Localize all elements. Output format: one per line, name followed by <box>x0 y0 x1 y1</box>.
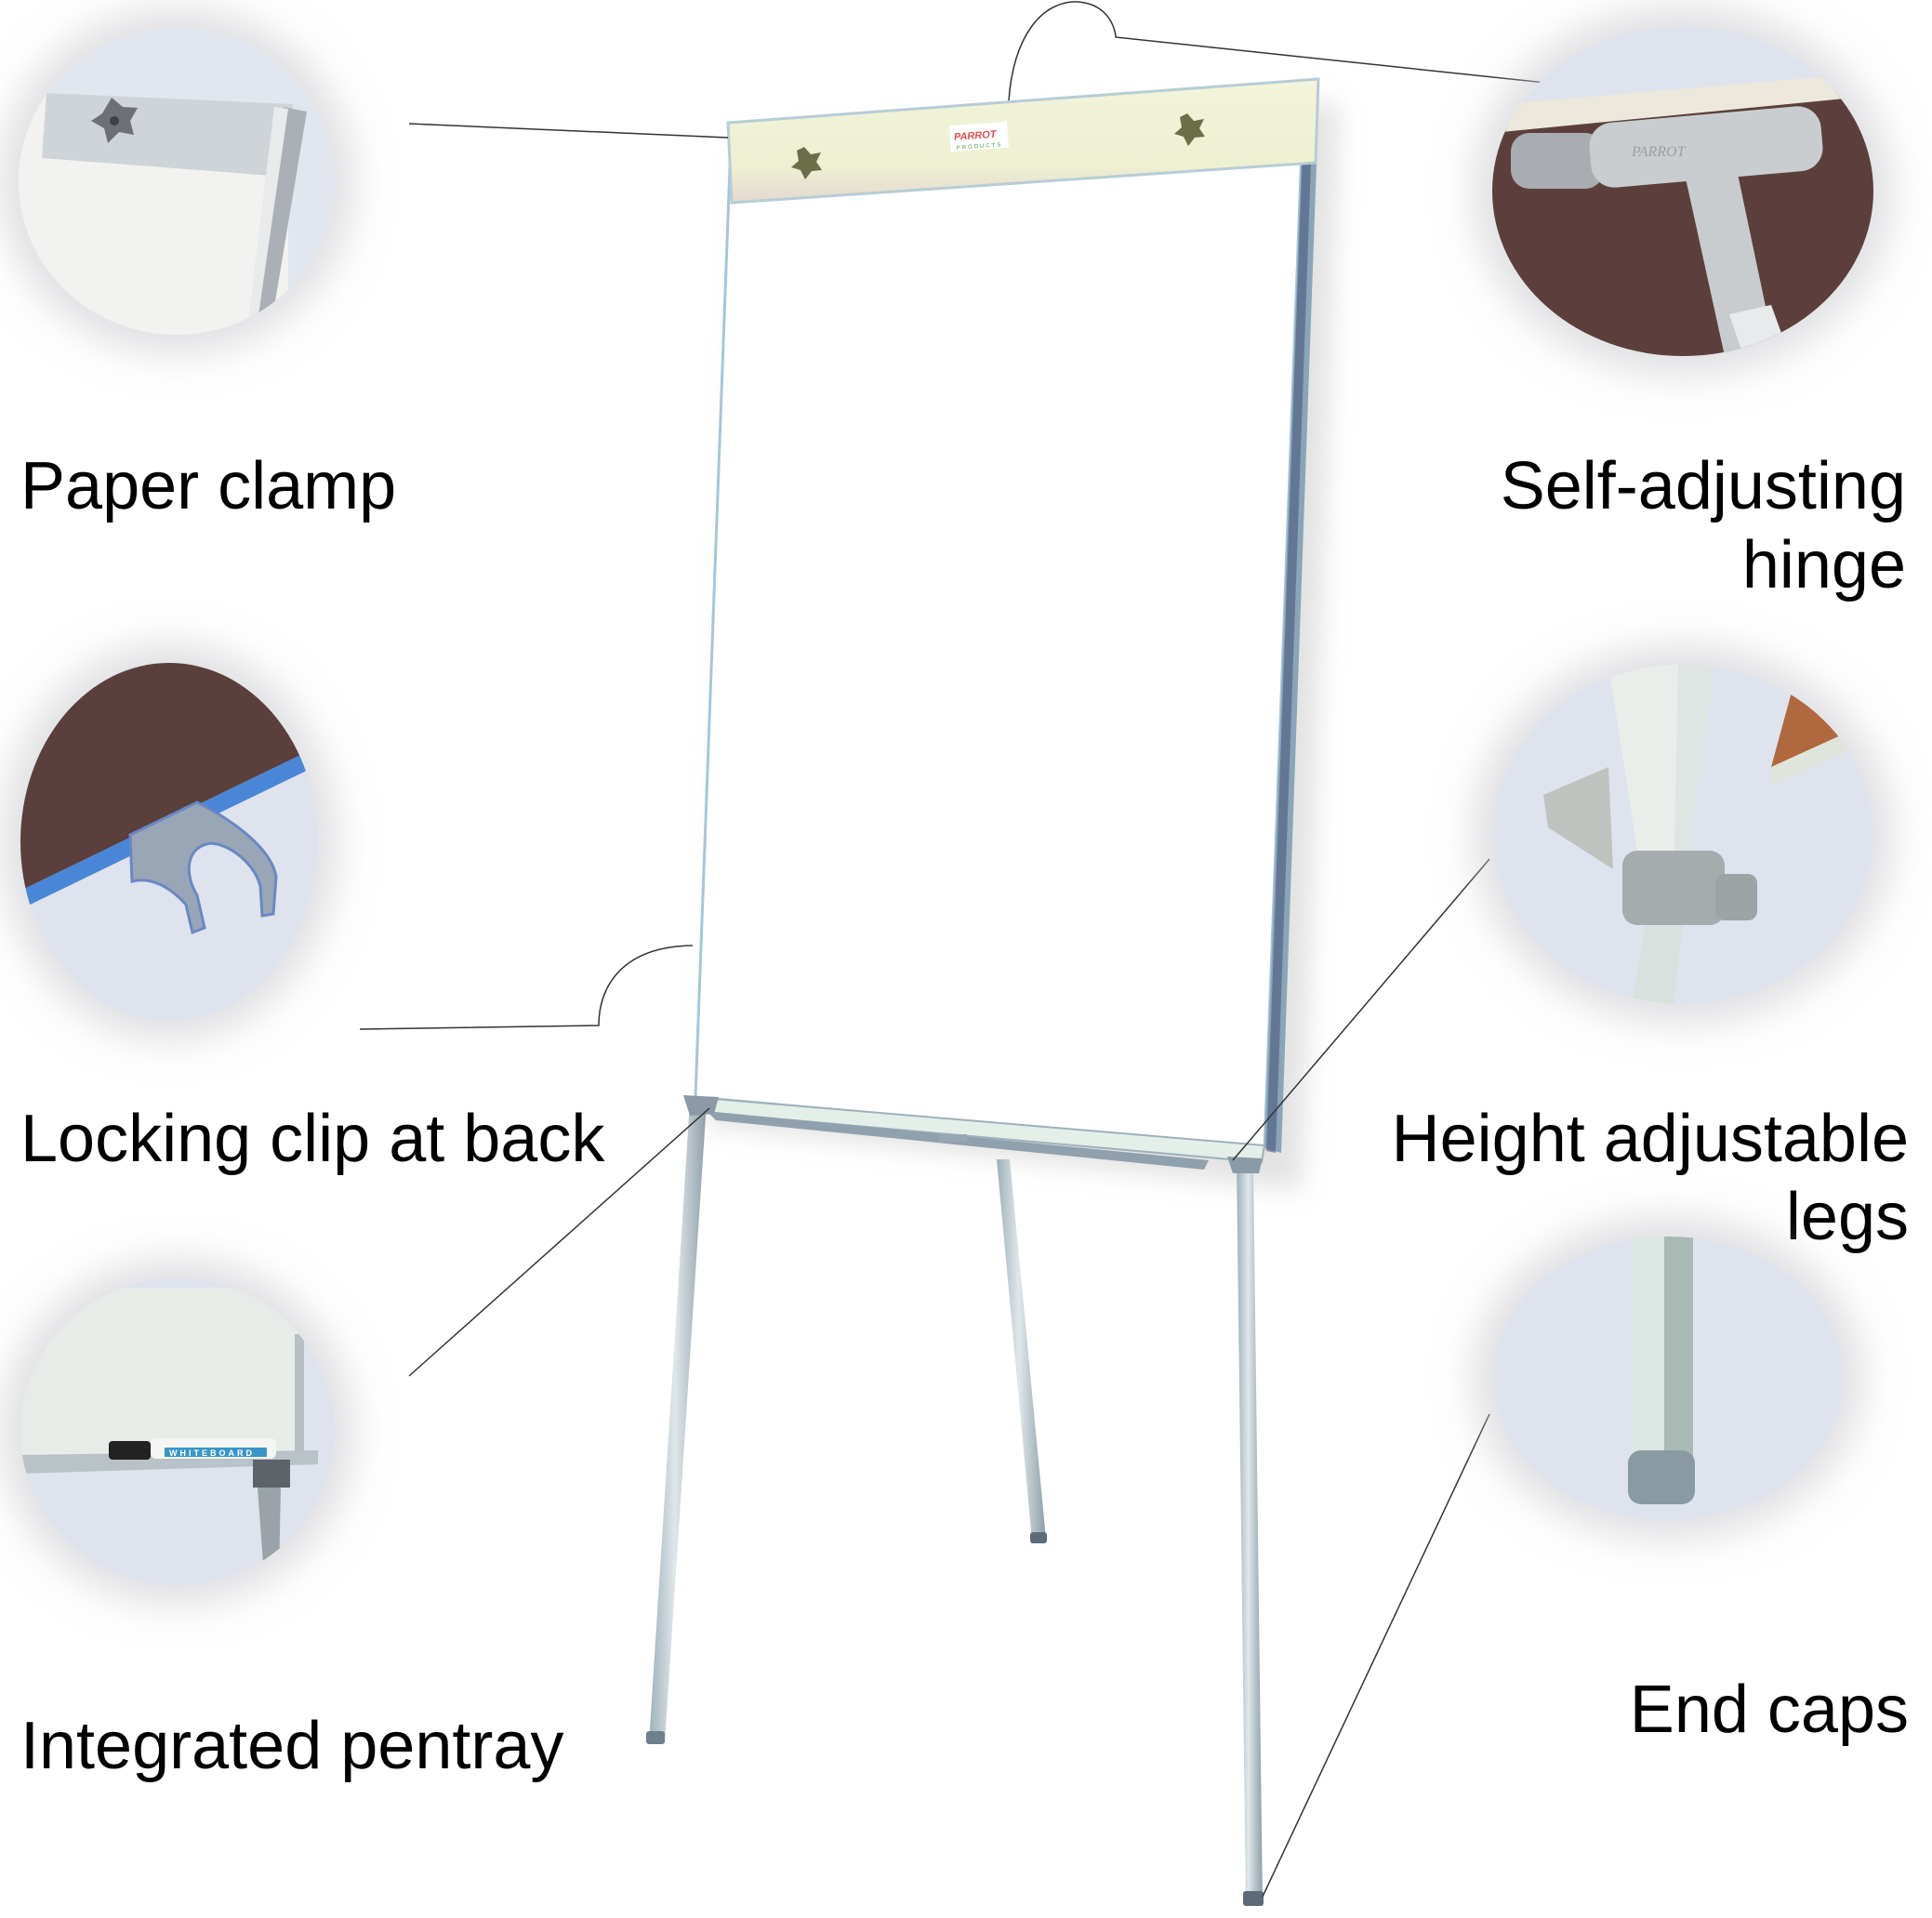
leader-line-pentray <box>408 1107 710 1377</box>
knob-star-icon <box>1174 113 1205 146</box>
label-end-caps: End caps <box>1629 1673 1909 1747</box>
leader-line-hinge <box>1008 1 1555 101</box>
label-locking-clip: Locking clip at back <box>20 1102 605 1176</box>
leader-line-paper-clamp <box>408 123 729 139</box>
detail-circle-end-caps <box>1492 1237 1844 1520</box>
brand-logo-text: PARROT <box>954 129 999 143</box>
locking-clip-icon <box>128 800 278 935</box>
end-cap-icon <box>1628 1450 1695 1504</box>
star-knob-icon <box>91 98 138 143</box>
paper-clamp-bar: PARROT PRODUCTS <box>726 77 1320 205</box>
leader-line-end-caps <box>1262 1413 1490 1898</box>
knob-star-icon <box>791 147 822 179</box>
board-surface <box>694 112 1318 1153</box>
adjustment-knob-icon <box>1715 874 1757 920</box>
detail-circle-locking-clip <box>20 663 318 1021</box>
leader-line-locking-clip <box>359 945 694 1030</box>
detail-circle-pentray: WHITEBOARD <box>20 1278 335 1585</box>
label-height-adjustable-line1: Height adjustable <box>1391 1102 1909 1176</box>
easel-legs <box>646 1095 1264 1906</box>
brand-logo <box>949 121 1009 152</box>
label-self-adjusting-hinge-line2: hinge <box>1741 528 1906 602</box>
detail-circle-height-adjustable <box>1492 665 1873 1004</box>
detail-circle-paper-clamp <box>19 28 335 335</box>
detail-circle-hinge: PARROT <box>1492 26 1873 356</box>
label-integrated-pentray: Integrated pentray <box>20 1709 564 1783</box>
hinge-brand-text: PARROT <box>1631 144 1687 160</box>
leader-lines <box>359 1 1555 1898</box>
leader-line-height-adjustable <box>1232 858 1490 1161</box>
marker-label-text: WHITEBOARD <box>169 1448 255 1458</box>
marker-pen-icon: WHITEBOARD <box>109 1438 276 1460</box>
brand-sub-text: PRODUCTS <box>957 142 1003 151</box>
label-self-adjusting-hinge-line1: Self-adjusting <box>1500 449 1906 523</box>
label-paper-clamp: Paper clamp <box>20 449 397 523</box>
